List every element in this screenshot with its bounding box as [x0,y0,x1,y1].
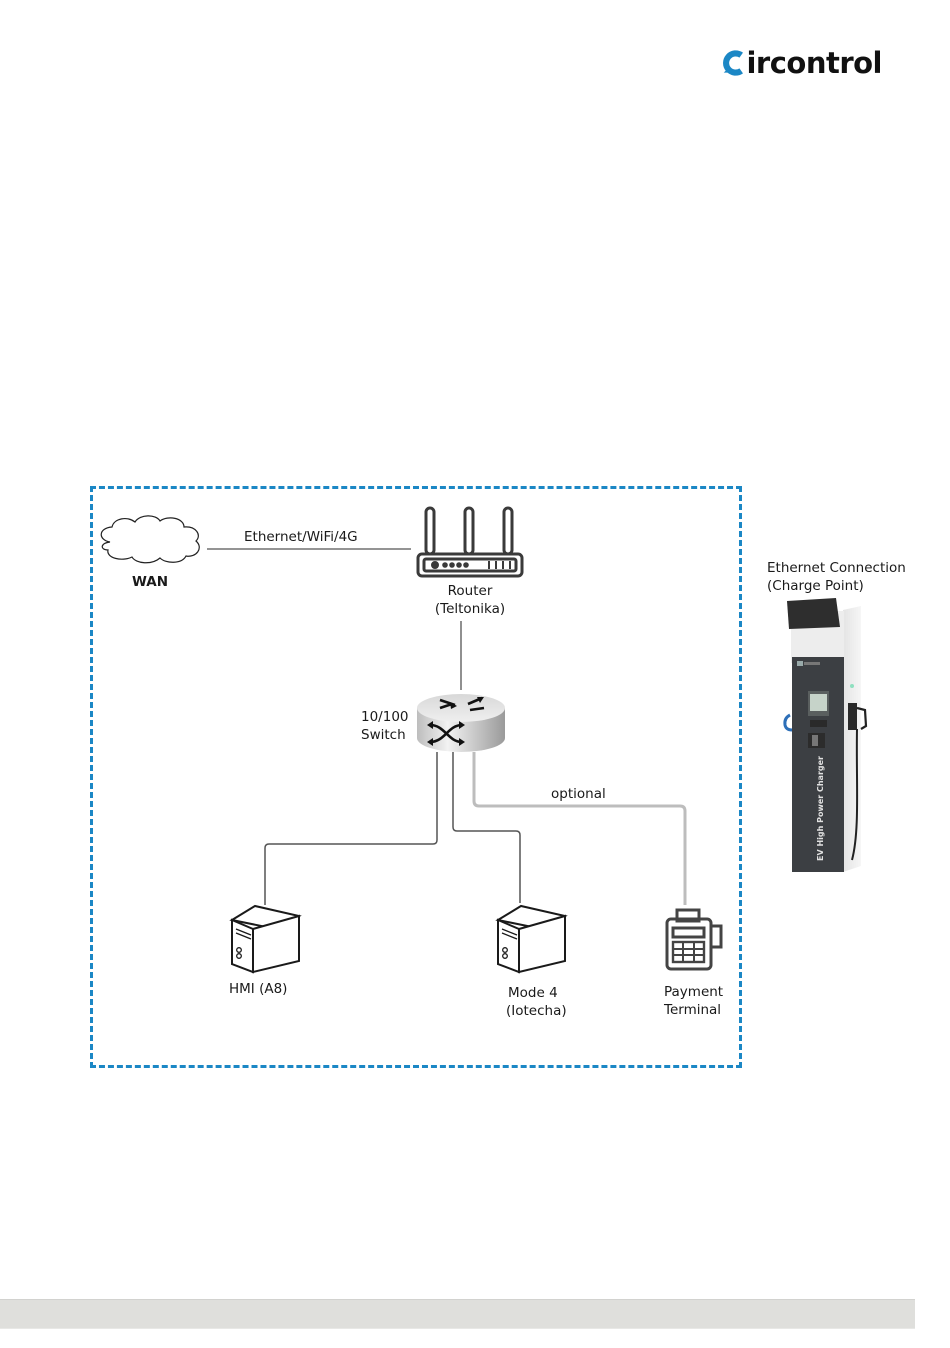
payment-label: Payment Terminal [664,983,723,1019]
network-switch-icon [417,694,505,752]
switch-label: 10/100 Switch [361,708,409,744]
payment-label-line1: Payment [664,983,723,1001]
charger-label-line1: Ethernet Connection [767,559,906,577]
wan-label: WAN [132,573,168,591]
router-label: Router (Teltonika) [420,582,520,618]
footer-bar [0,1299,915,1329]
router-label-model: (Teltonika) [420,600,520,618]
link-label-optional: optional [551,785,606,803]
server-icon-hmi [232,906,299,972]
switch-label-name: Switch [361,726,409,744]
mode4-label: Mode 4 (Iotecha) [508,984,567,1020]
charger-label: Ethernet Connection (Charge Point) [767,559,906,595]
mode4-label-vendor: (Iotecha) [506,1002,567,1020]
link-label-wan-router: Ethernet/WiFi/4G [244,528,358,546]
charger-device-text: EV High Power Charger [816,756,825,861]
router-icon [418,508,522,576]
hmi-label: HMI (A8) [229,980,287,998]
switch-label-speed: 10/100 [361,708,409,726]
payment-terminal-icon [667,910,721,969]
charger-label-line2: (Charge Point) [767,577,906,595]
router-label-name: Router [420,582,520,600]
link-switch-payment [474,752,685,905]
cloud-icon [101,516,199,563]
mode4-label-name: Mode 4 [508,984,567,1002]
link-switch-hmi [265,752,437,905]
ev-charger-image: EV High Power Charger [785,598,866,872]
server-icon-mode4 [498,906,565,972]
link-switch-mode4 [453,752,520,903]
payment-label-line2: Terminal [664,1001,723,1019]
